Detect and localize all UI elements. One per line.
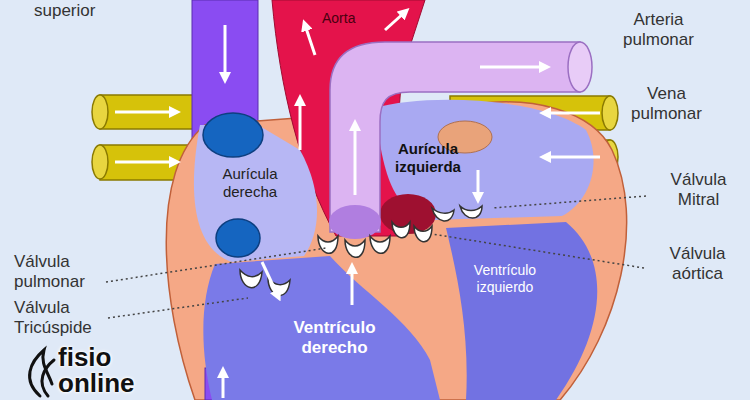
flow-arrow: [224, 25, 227, 78]
flow-arrow: [354, 125, 357, 195]
flow-arrow: [545, 112, 600, 115]
vena-cava-opening: [203, 113, 263, 157]
flow-arrow: [351, 268, 354, 305]
flame-stroke: [42, 360, 54, 396]
leader-line: [106, 248, 326, 282]
flow-arrow: [305, 25, 315, 55]
valve-label: Válvula aórtica: [650, 244, 745, 284]
flow-arrow: [385, 12, 405, 30]
leader-line: [492, 196, 646, 208]
valve-label: Válvula Tricúspide: [14, 298, 109, 338]
pulmonary-cusp: [318, 236, 338, 253]
flow-arrow: [480, 66, 545, 69]
pulmonary-cusp: [345, 240, 365, 257]
vein-cap: [92, 95, 108, 129]
pulmonary-artery: [330, 42, 580, 232]
mitral-cusp: [460, 206, 482, 218]
flow-arrow: [545, 156, 600, 159]
flow-arrow: [299, 100, 302, 150]
flow-arrow: [222, 372, 225, 398]
vena-cava-opening: [216, 219, 260, 257]
chamber-label: Aurícula izquierda: [378, 140, 478, 175]
vein-cap: [602, 96, 618, 130]
leader-line: [432, 234, 644, 268]
watermark: online: [58, 370, 135, 396]
aortic-cusp: [392, 222, 410, 238]
right-ventricle: [203, 256, 440, 400]
vein-cap: [92, 145, 108, 179]
flame-stroke: [30, 350, 52, 396]
flow-arrow: [477, 170, 480, 198]
pulmonary-cusp: [370, 236, 390, 253]
aortic-cusp: [414, 226, 432, 242]
valve-label: Válvula pulmonar: [14, 252, 109, 292]
mitral-cusp: [432, 208, 454, 221]
left-ventricle: [446, 222, 597, 400]
flow-arrows: [115, 12, 600, 398]
flow-arrow: [115, 111, 175, 114]
leader-line: [108, 298, 248, 318]
chamber-label: Ventrículo derecho: [272, 318, 397, 358]
pulmonary-root: [329, 205, 381, 239]
tricuspid-cusp: [240, 270, 262, 288]
part-label: superior: [34, 1, 95, 21]
part-label: Vena pulmonar: [614, 84, 719, 124]
part-label: Aorta: [322, 10, 355, 27]
chamber-label: Ventrículo izquierdo: [455, 262, 555, 295]
chamber-label: Aurícula derecha: [200, 165, 300, 200]
valve-leaflets: [240, 206, 482, 296]
flow-arrow: [262, 262, 278, 296]
flow-arrow: [115, 161, 175, 164]
artery-cap: [568, 42, 592, 92]
watermark: fisio: [58, 344, 111, 370]
part-label: Arteria pulmonar: [596, 10, 721, 50]
valve-label: Válvula Mitral: [651, 170, 746, 210]
logo-flame: [30, 350, 54, 396]
leader-lines: [106, 196, 646, 318]
